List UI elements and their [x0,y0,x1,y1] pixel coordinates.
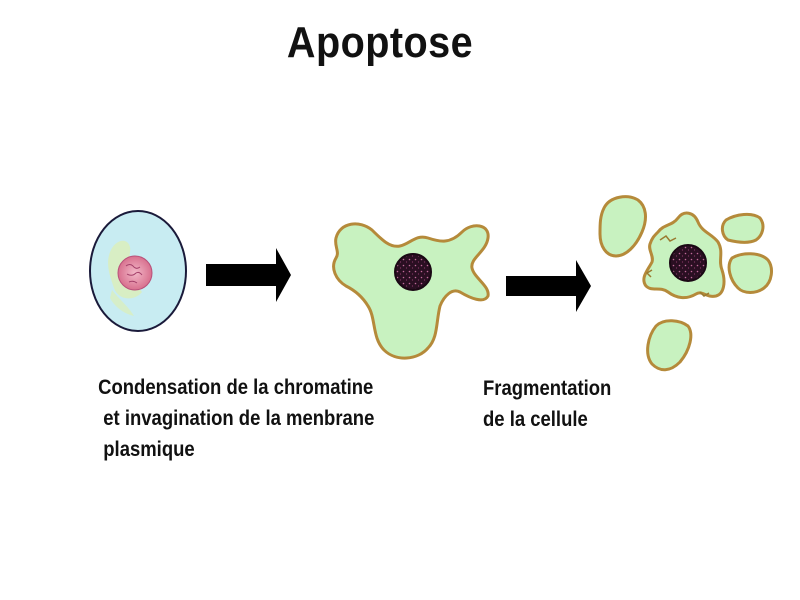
caption-fragmentation: Fragmentation de la cellule [483,377,612,431]
normal-cell-organelle-2 [110,290,134,316]
caption-condensation: Condensation de la chromatine et invagin… [98,376,375,461]
normal-cell [89,210,187,332]
apoptotic-body-top-left [598,195,647,258]
apoptotic-body-right-top [720,212,765,244]
condensed-cell-nucleus [394,253,432,291]
normal-cell-chromatin [125,264,143,284]
condensed-cell-cytoplasm [332,222,490,360]
arrow-1 [206,248,291,302]
fragmented-cell [598,195,773,372]
fragmented-cell-nucleus [669,244,707,282]
normal-cell-nucleus [117,255,153,291]
condensed-cell [332,222,490,360]
arrow-2 [506,260,591,312]
apoptotic-body-bottom [646,319,693,372]
fragment-rough-edge [645,234,710,297]
diagram-title: Apoptose [286,18,474,67]
apoptotic-body-right [727,252,773,294]
